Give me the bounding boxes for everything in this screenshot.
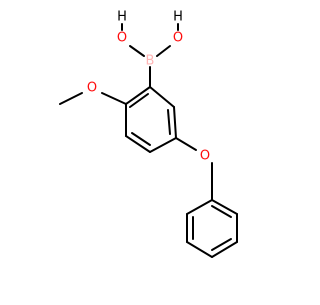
atom-hydroxyl-right-h: H <box>173 10 183 25</box>
atom-ether-o: O <box>200 149 210 164</box>
atom-labels: B O H O H O O <box>87 10 210 164</box>
bond-ring2-c1-c2 <box>186 199 213 215</box>
bond-ring1-double-a <box>129 93 149 108</box>
bond-ring1-c4-c5 <box>149 137 177 153</box>
bond-ring1-double-c <box>167 109 171 135</box>
bond-ring2-c6-c1 <box>211 199 238 215</box>
bond-ring1-c6-c1 <box>149 86 175 108</box>
bond-ring2-double-b <box>211 238 232 251</box>
bond-ring1-c3-c4 <box>125 135 151 153</box>
bond-c2-o-methoxy <box>101 92 127 105</box>
atom-hydroxyl-right-o: O <box>173 31 183 46</box>
bond-c5-o-ether <box>175 137 197 151</box>
structure-diagram: B O H O H O O <box>59 10 238 258</box>
bond-ring1-c1-c2 <box>125 86 151 105</box>
bond-ring2-c3-c4 <box>186 241 213 258</box>
atom-boron: B <box>146 54 155 69</box>
bond-o-methoxy-ch3 <box>59 92 83 105</box>
molecule-svg: B O H O H O O <box>59 10 238 258</box>
bond-b-o-left <box>129 45 145 57</box>
atom-methoxy-o: O <box>87 81 97 96</box>
atom-hydroxyl-left-h: H <box>117 10 127 25</box>
atom-hydroxyl-left-o: O <box>117 31 127 46</box>
bonds <box>59 23 238 258</box>
bond-ring2-c4-c5 <box>211 241 238 258</box>
bond-ring1-c5-c6 <box>173 106 177 139</box>
bond-b-o-right <box>156 45 171 57</box>
bond-ring1-double-b <box>131 132 151 146</box>
bond-ring2-double-c <box>211 205 232 218</box>
